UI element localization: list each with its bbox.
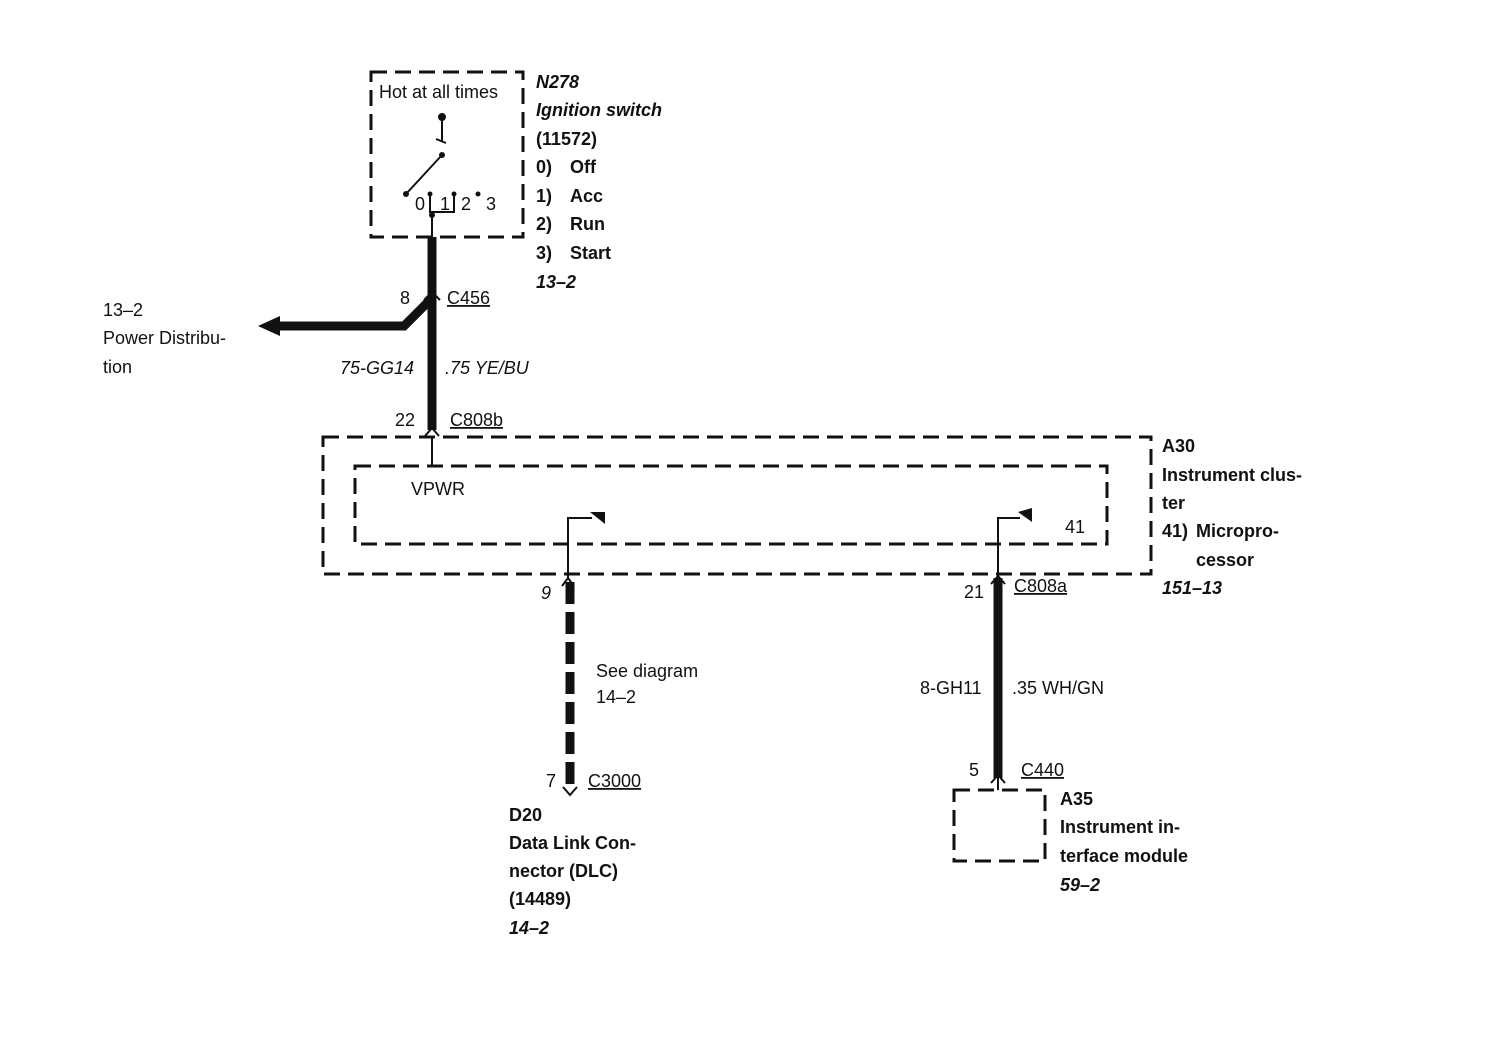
position-2-name: Run	[570, 214, 605, 234]
ipm-lead-flag	[1018, 508, 1032, 522]
microprocessor-num: 41)	[1162, 521, 1188, 541]
ipm-internal-lead	[997, 517, 1020, 578]
instrument-cluster-box	[321, 435, 1153, 576]
c808a-connector-mark	[990, 574, 1006, 585]
microprocessor-box	[353, 464, 1109, 546]
position-3-name: Start	[570, 243, 611, 263]
instrument-cluster-name2: ter	[1162, 493, 1185, 513]
position-2-num: 2)	[536, 214, 552, 234]
power-distribution-ref: 13–2	[103, 300, 143, 320]
c3000-connector-mark	[562, 786, 578, 797]
dlc-line1: Data Link Con-	[509, 833, 636, 853]
c808a-pin: 21	[964, 582, 984, 602]
dlc-lead-flag	[590, 512, 605, 524]
ignition-switch-ref: 13–2	[536, 272, 576, 292]
power-distribution-branch	[276, 294, 436, 331]
dlc-ref: 14–2	[509, 918, 549, 938]
dlc-id: D20	[509, 805, 542, 825]
contact-2-label: 2	[461, 194, 471, 214]
c3000-name: C3000	[588, 771, 641, 791]
position-3-num: 3)	[536, 243, 552, 263]
dlc-wire-note2: 14–2	[596, 687, 636, 707]
position-1-num: 1)	[536, 186, 552, 206]
interface-module-box	[952, 788, 1047, 863]
c440-name: C440	[1021, 760, 1064, 780]
c3000-pin: 7	[546, 771, 556, 791]
interface-module-ref: 59–2	[1060, 875, 1100, 895]
ignition-switch-symbol	[403, 113, 481, 218]
ignition-switch-id: N278	[536, 72, 579, 92]
power-distribution-line1: Power Distribu-	[103, 328, 226, 348]
ignition-switch-part: (11572)	[536, 129, 597, 149]
c456-pin: 8	[400, 288, 410, 308]
hot-at-all-times-label: Hot at all times	[379, 82, 498, 102]
c456-name: C456	[447, 288, 490, 308]
c808b-connector-mark	[424, 426, 440, 437]
interface-module-line2: terface module	[1060, 846, 1188, 866]
dlc-wire-note1: See diagram	[596, 661, 698, 681]
microprocessor-line2: cessor	[1196, 550, 1254, 570]
dlc-part: (14489)	[509, 889, 571, 909]
instrument-cluster-ref: 151–13	[1162, 578, 1222, 598]
vpwr-label: VPWR	[411, 479, 465, 499]
dlc-internal-lead	[567, 517, 592, 578]
wire-top-circuit: 75-GG14	[340, 358, 414, 378]
power-distribution-line2: tion	[103, 357, 132, 377]
ignition-switch-name: Ignition switch	[536, 100, 662, 120]
pin-9-label: 9	[541, 583, 551, 603]
c808b-pin: 22	[395, 410, 415, 430]
contact-1-label: 1	[440, 194, 450, 214]
c440-connector-mark	[990, 773, 1006, 784]
interface-module-id: A35	[1060, 789, 1093, 809]
interface-module-line1: Instrument in-	[1060, 817, 1180, 837]
dlc-line2: nector (DLC)	[509, 861, 618, 881]
instrument-cluster-name1: Instrument clus-	[1162, 465, 1302, 485]
instrument-cluster-id: A30	[1162, 436, 1195, 456]
c440-pin: 5	[969, 760, 979, 780]
pin-41-label: 41	[1065, 517, 1085, 537]
power-distribution-arrow	[258, 316, 280, 336]
wire-right-gauge-color: .35 WH/GN	[1012, 678, 1104, 698]
wire-right-circuit: 8-GH11	[920, 678, 982, 698]
wire-top-gauge-color: .75 YE/BU	[445, 358, 530, 378]
c808a-name: C808a	[1014, 576, 1068, 596]
microprocessor-line1: Micropro-	[1196, 521, 1279, 541]
c808b-name: C808b	[450, 410, 503, 430]
ignition-switch-box	[369, 70, 525, 239]
position-1-name: Acc	[570, 186, 603, 206]
position-0-num: 0)	[536, 157, 552, 177]
position-0-name: Off	[570, 157, 597, 177]
contact-3-label: 3	[486, 194, 496, 214]
contact-0-label: 0	[415, 194, 425, 214]
